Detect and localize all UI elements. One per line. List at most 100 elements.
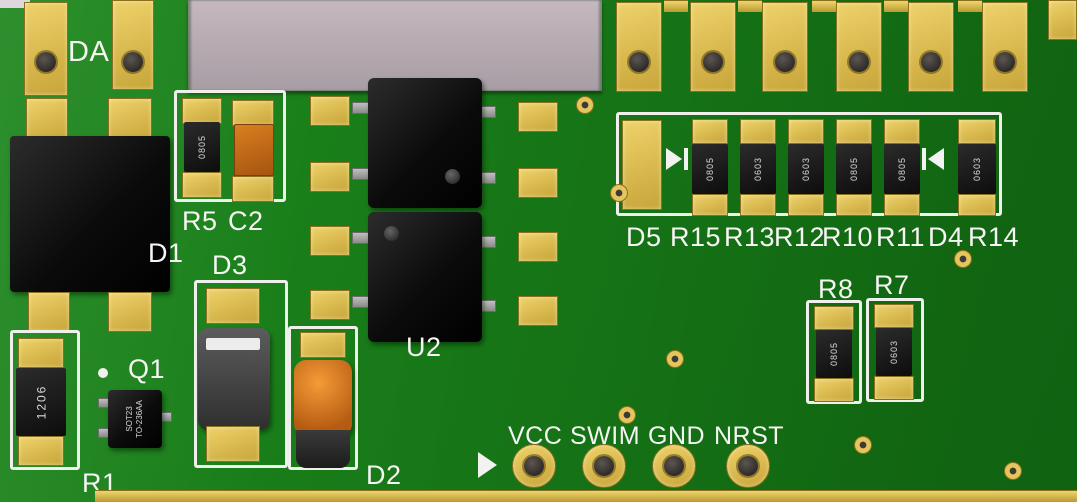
chip-marking-r5: 0805 <box>197 134 207 160</box>
silkscreen-label-r14: R14 <box>968 222 1020 252</box>
smd-pad <box>310 162 350 192</box>
drill-hole <box>36 52 56 72</box>
resistor-r13-body: 0603 <box>740 144 776 194</box>
silkscreen-label-d3: D3 <box>212 250 248 280</box>
smd-pad <box>310 290 350 320</box>
smd-pad <box>692 119 728 144</box>
chip-marking-r8: 0805 <box>829 341 839 367</box>
silkscreen-label-d5: D5 <box>626 222 662 252</box>
through-hole-pad <box>112 0 154 90</box>
smd-pad <box>874 304 914 328</box>
smd-pad <box>310 226 350 256</box>
diode-d5-cathode-bar <box>684 148 688 170</box>
silkscreen-dot-q1 <box>98 368 108 378</box>
smd-pad <box>18 436 64 466</box>
edge-pad <box>958 0 982 12</box>
drill-hole <box>664 456 684 476</box>
smd-pad <box>28 292 70 332</box>
smd-pad <box>518 168 558 198</box>
silkscreen-label-r10: R10 <box>822 222 874 252</box>
silkscreen-outline-r5c2 <box>174 90 286 202</box>
silkscreen-label-r8: R8 <box>818 274 854 304</box>
silkscreen-label-r7: R7 <box>874 270 910 300</box>
through-hole-pad <box>24 2 68 96</box>
q1-package-marking: SOT23 <box>125 406 134 432</box>
via <box>854 436 872 454</box>
drill-hole <box>594 456 614 476</box>
resistor-r1-body: 1206 <box>16 368 66 436</box>
component-d2-body <box>294 360 352 436</box>
via <box>576 96 594 114</box>
chip-marking-q1: SOT23 TO-236AA <box>108 390 162 448</box>
via <box>610 184 628 202</box>
smd-pad <box>958 194 996 216</box>
smd-pad <box>182 172 222 198</box>
smd-pad <box>836 194 872 216</box>
silkscreen-label-r5: R5 <box>182 206 218 236</box>
drill-hole <box>775 52 795 72</box>
u2-package-top <box>368 78 482 208</box>
resistor-r5-body: 0805 <box>184 122 220 172</box>
chip-marking-r14: 0603 <box>972 156 982 182</box>
connector-pad <box>836 2 882 92</box>
smd-pad <box>814 306 854 330</box>
silkscreen-label-r15: R15 <box>670 222 722 252</box>
drill-hole <box>921 52 941 72</box>
component-d1-body <box>10 136 170 292</box>
chip-marking-r1: 1206 <box>33 384 48 420</box>
silkscreen-label-da: DA <box>68 36 110 68</box>
component-d2-base <box>296 430 350 468</box>
smd-pad <box>518 296 558 326</box>
resistor-r7-body: 0603 <box>876 328 912 376</box>
silkscreen-label-r12: R12 <box>774 222 826 252</box>
silkscreen-label-d2: D2 <box>366 460 402 490</box>
smd-pad <box>740 194 776 216</box>
smd-pad <box>300 332 346 358</box>
connector-pad <box>982 2 1028 92</box>
board-notch-background <box>188 0 602 91</box>
drill-hole <box>524 456 544 476</box>
silkscreen-outline-r7 <box>866 298 924 402</box>
silkscreen-label-c2: C2 <box>228 206 264 236</box>
smd-pad <box>108 292 152 332</box>
resistor-r12-body: 0603 <box>788 144 824 194</box>
smd-pad <box>206 426 260 462</box>
drill-hole <box>995 52 1015 72</box>
connector-pad <box>908 2 954 92</box>
silkscreen-outline-r8 <box>806 300 862 404</box>
via <box>954 250 972 268</box>
drill-hole <box>123 52 143 72</box>
chip-marking-r7: 0603 <box>889 339 899 365</box>
silkscreen-label-d4: D4 <box>928 222 964 252</box>
silkscreen-outline-r1 <box>10 330 80 470</box>
smd-pad <box>206 288 260 324</box>
chip-marking-r11: 0805 <box>897 156 907 182</box>
smd-pad <box>232 176 274 202</box>
u2-pin1-dimple <box>384 226 399 241</box>
via <box>666 350 684 368</box>
edge-pad <box>664 0 688 12</box>
silkscreen-outline-d2 <box>288 326 358 470</box>
smd-pad <box>740 119 776 144</box>
smd-pad <box>26 98 68 142</box>
smd-pad <box>874 376 914 400</box>
drill-hole <box>703 52 723 72</box>
drill-hole <box>849 52 869 72</box>
smd-pad <box>884 194 920 216</box>
connector-pad <box>762 2 808 92</box>
resistor-r11-body: 0805 <box>884 144 920 194</box>
edge-pad <box>738 0 762 12</box>
resistor-r8-body: 0805 <box>816 330 852 378</box>
transistor-q1-body <box>108 390 162 448</box>
diode-d5-symbol <box>666 148 682 170</box>
chip-marking-r12: 0603 <box>801 156 811 182</box>
smd-pad <box>18 338 64 368</box>
smd-pad <box>814 378 854 402</box>
smd-pad <box>788 119 824 144</box>
pin1-arrow <box>478 452 497 478</box>
diode-d4-symbol <box>928 148 944 170</box>
silkscreen-outline-d3 <box>194 280 288 468</box>
connector-pad <box>690 2 736 92</box>
silkscreen-label-q1: Q1 <box>128 354 166 384</box>
